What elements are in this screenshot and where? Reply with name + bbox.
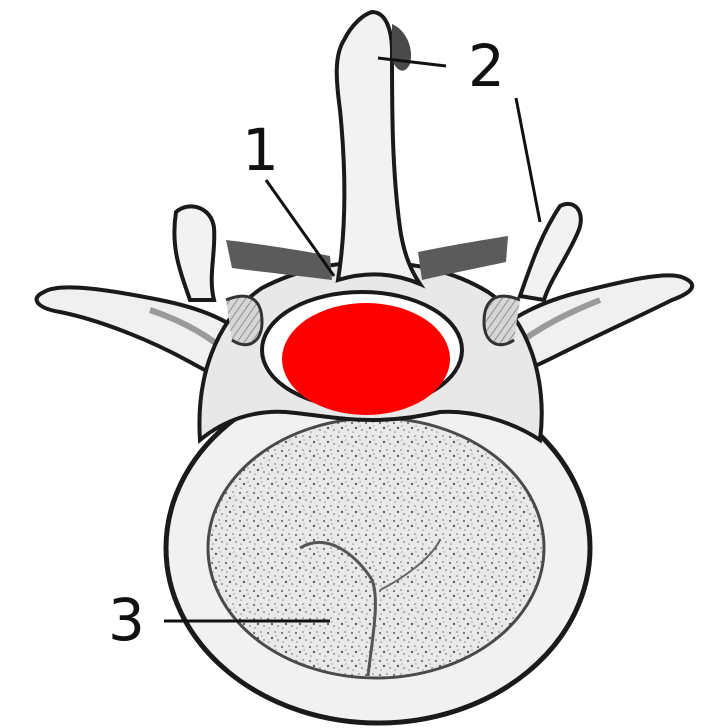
leader-line-2b [516, 98, 540, 222]
callout-1: 1 [242, 116, 279, 184]
callout-2: 2 [468, 32, 505, 100]
highlight-marker [282, 303, 450, 415]
callout-3: 3 [108, 586, 145, 654]
